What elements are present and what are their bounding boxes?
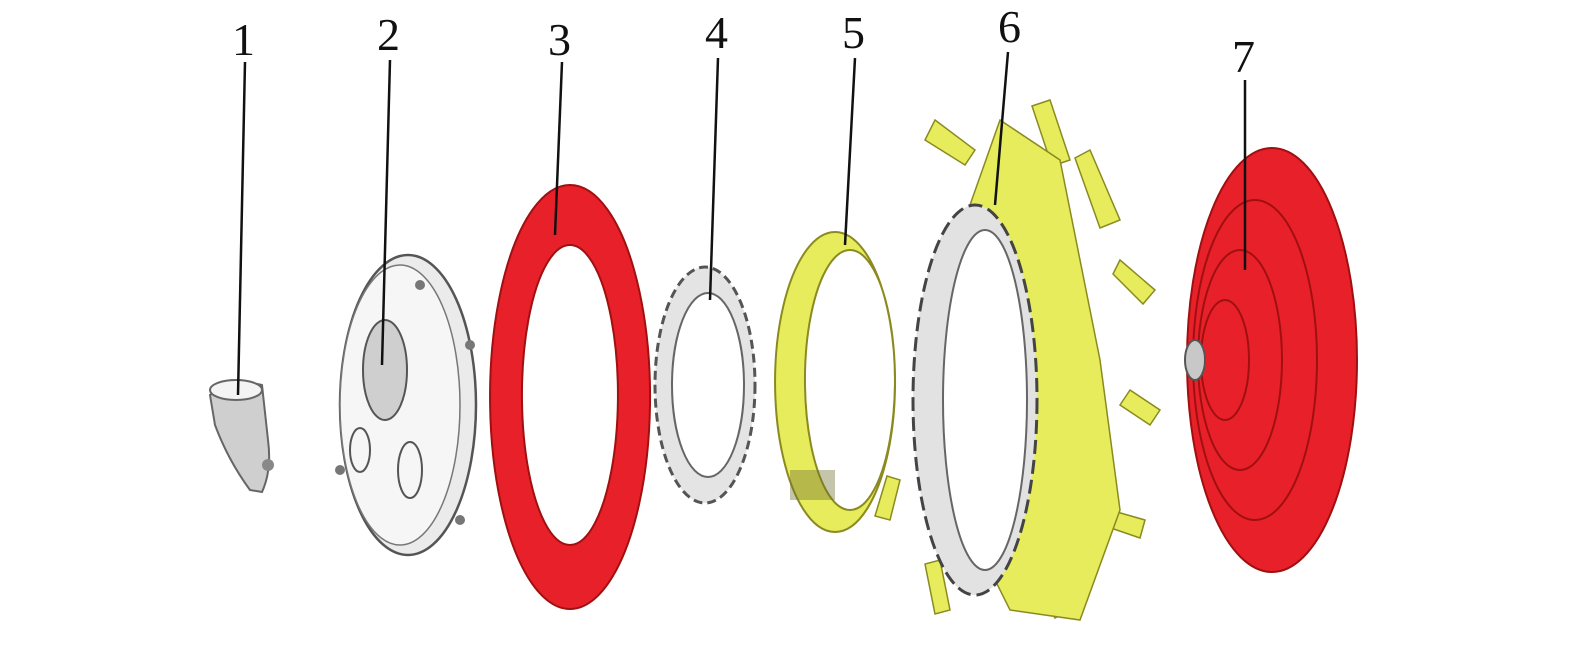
leader-line-1 xyxy=(236,61,247,396)
part-5-yellow-ring xyxy=(774,231,897,533)
leader-line-5 xyxy=(843,57,857,246)
label-1: 1 xyxy=(232,14,255,65)
part-3-red-ring xyxy=(489,184,652,610)
label-3: 3 xyxy=(548,14,571,65)
part-6-tine-wheel xyxy=(874,99,1162,621)
label-5: 5 xyxy=(842,7,865,58)
label-7: 7 xyxy=(1232,31,1255,82)
part-1-nozzle xyxy=(208,379,274,494)
leader-line-6 xyxy=(993,51,1010,206)
part-2-cover-plate xyxy=(335,253,478,557)
label-4: 4 xyxy=(705,7,728,58)
part-4-gear-ring xyxy=(653,265,757,505)
leader-line-4 xyxy=(708,57,720,301)
label-2: 2 xyxy=(377,9,400,60)
label-6: 6 xyxy=(998,1,1021,52)
leader-line-2 xyxy=(380,59,392,366)
part-7-red-disk xyxy=(1184,147,1358,573)
leader-line-3 xyxy=(553,61,564,236)
